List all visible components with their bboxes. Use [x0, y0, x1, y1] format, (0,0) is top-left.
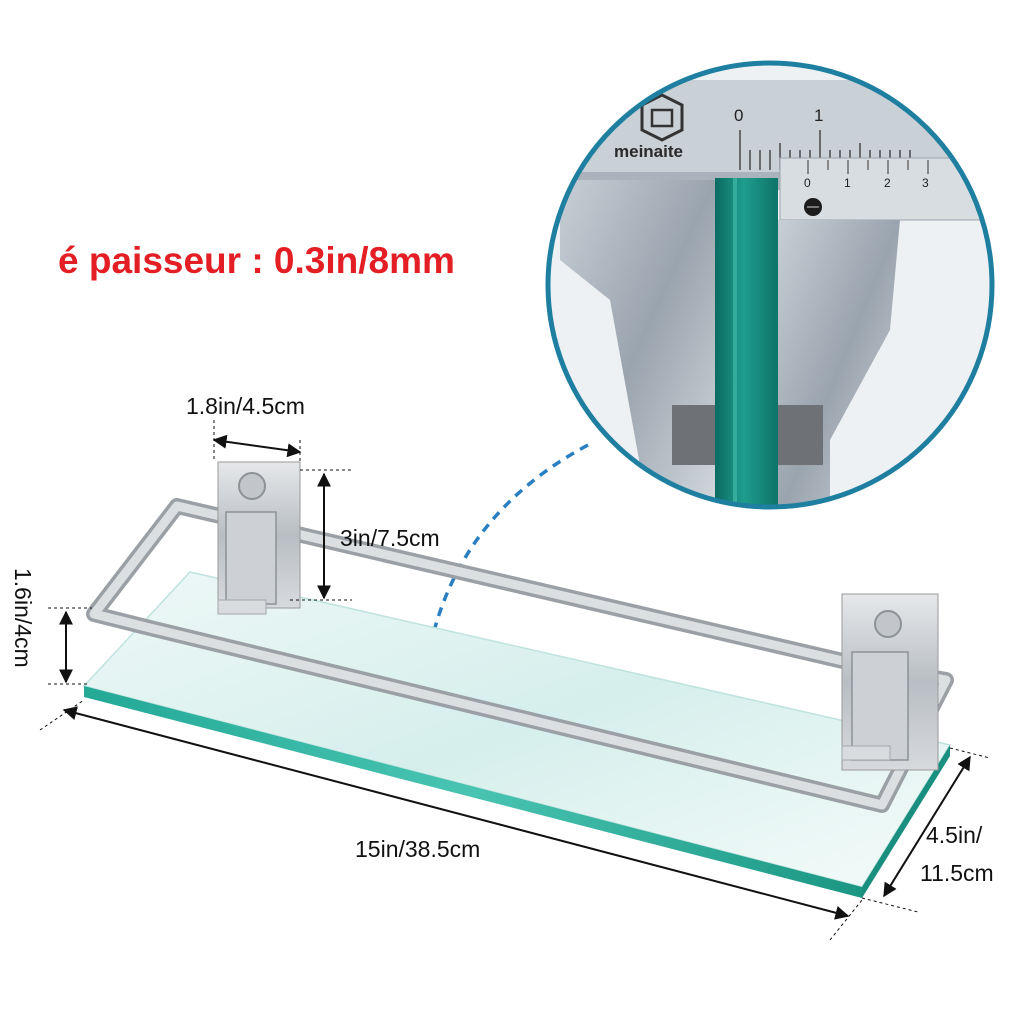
bracket-height-label: 3in/7.5cm: [340, 525, 440, 551]
depth-label-line1: 4.5in/: [926, 822, 983, 848]
glass-shelf: [82, 571, 952, 898]
main-scale-1: 1: [814, 106, 824, 125]
towel-rail: [86, 498, 954, 813]
caliper-brand: meinaite: [614, 142, 683, 161]
vernier-scale-1: 1: [844, 176, 851, 190]
vernier-scale-2: 2: [884, 176, 891, 190]
extension-lines: [39, 420, 991, 941]
bracket-width-label: 1.8in/4.5cm: [186, 393, 305, 419]
main-scale-0: 0: [734, 106, 744, 125]
vernier-scale-3: 3: [922, 176, 929, 190]
rail-height-label: 1.6in/4cm: [10, 568, 36, 668]
dimension-lines: [59, 434, 971, 920]
depth-label-line2: 11.5cm: [920, 860, 994, 886]
left-bracket: [217, 461, 301, 615]
right-bracket: [841, 593, 939, 771]
vernier-scale-0: 0: [804, 176, 811, 190]
thickness-headline: é paisseur : 0.3in/8mm: [58, 240, 455, 281]
caliper-magnifier: [545, 60, 995, 510]
length-label: 15in/38.5cm: [355, 836, 481, 862]
